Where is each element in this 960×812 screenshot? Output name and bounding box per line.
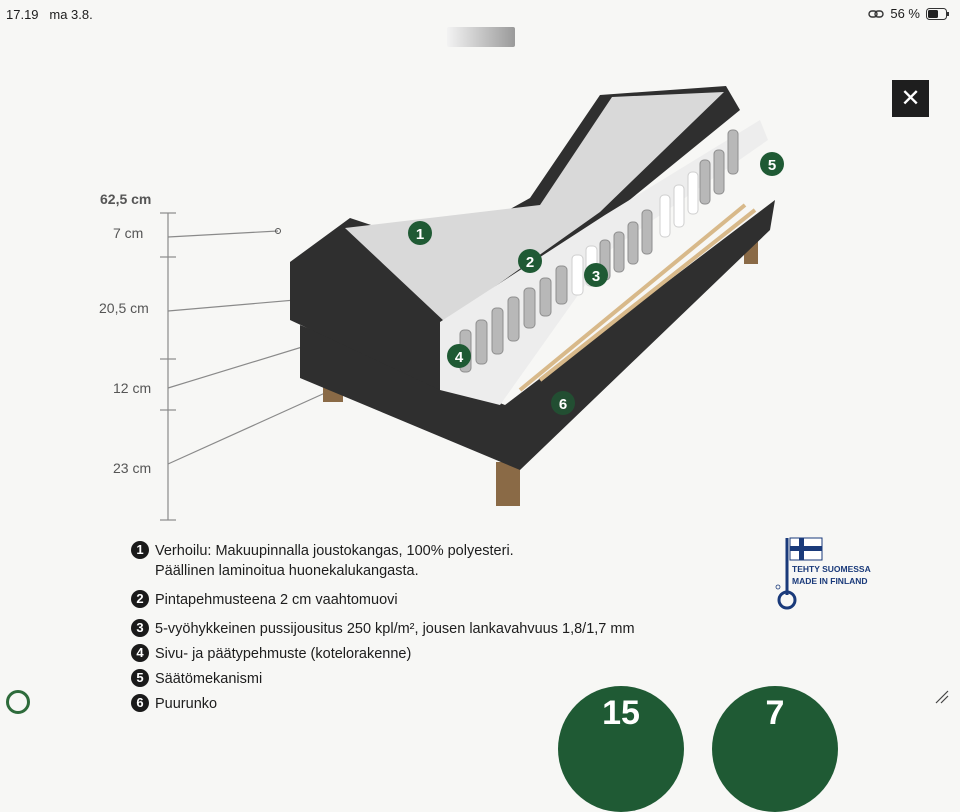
blurred-header-image (447, 27, 515, 47)
callout-3: 3 (584, 263, 608, 287)
dimension-cover: 7 cm (113, 225, 144, 241)
resize-corner-icon (935, 690, 949, 704)
svg-text:6: 6 (559, 396, 567, 413)
dimension-legs: 23 cm (113, 460, 152, 476)
legend-text: Sivu- ja päätypehmuste (kotelorakenne) (155, 646, 412, 662)
dimension-mattress: 20,5 cm (99, 300, 149, 316)
status-right: 56 % (868, 6, 950, 21)
dimension-base: 12 cm (113, 380, 152, 396)
legend-item-1: 1 Verhoilu: Makuupinnalla joustokangas, … (131, 541, 514, 581)
callout-1: 1 (408, 221, 432, 245)
svg-text:4: 4 (455, 349, 464, 366)
legend-text: Säätömekanismi (155, 671, 263, 687)
legend-item-6: 6 Puurunko (131, 694, 217, 714)
badge-line1: TEHTY SUOMESSA (792, 564, 871, 574)
status-time-date: 17.19 ma 3.8. (6, 7, 93, 22)
legend-number: 4 (131, 644, 149, 662)
legend-text: 5-vyöhykkeinen pussijousitus 250 kpl/m²,… (155, 621, 635, 637)
legend-item-5: 5 Säätömekanismi (131, 669, 262, 689)
badge-line2: MADE IN FINLAND (792, 576, 868, 586)
app-nav-icon[interactable] (6, 690, 30, 714)
svg-text:5: 5 (768, 157, 776, 174)
legend-text: Pintapehmusteena 2 cm vaahtomuovi (155, 592, 398, 608)
link-icon (868, 9, 885, 18)
battery-icon (926, 7, 949, 20)
mattress-section (440, 120, 768, 405)
svg-text:1: 1 (416, 226, 424, 243)
status-bar: 17.19 ma 3.8. 56 % (0, 0, 960, 28)
legend-text-line2: Päällinen laminoitua huonekalukangasta. (155, 563, 419, 579)
warranty-badge-7: 7 (712, 686, 838, 812)
close-icon: ✕ (900, 85, 921, 112)
legend-text: Puurunko (155, 696, 218, 712)
battery-percent: 56 % (890, 6, 920, 21)
legend-number: 5 (131, 669, 149, 687)
legend-item-2: 2 Pintapehmusteena 2 cm vaahtomuovi (131, 590, 398, 610)
made-in-finland-badge: TEHTY SUOMESSA MADE IN FINLAND (772, 535, 871, 610)
legend-item-3: 3 5-vyöhykkeinen pussijousitus 250 kpl/m… (131, 619, 635, 639)
legend-item-4: 4 Sivu- ja päätypehmuste (kotelorakenne) (131, 644, 411, 664)
close-button[interactable]: ✕ (892, 80, 929, 117)
svg-text:2: 2 (526, 254, 534, 271)
warranty-badge-15: 15 (558, 686, 684, 812)
mattress-top (345, 92, 724, 322)
svg-text:3: 3 (592, 268, 600, 285)
bed-leg (496, 462, 520, 506)
callout-6: 6 (551, 391, 575, 415)
base-frame (300, 200, 775, 470)
callout-4: 4 (447, 344, 471, 368)
legend-number: 3 (131, 619, 149, 637)
bed-illustration: 1 2 3 4 5 6 (160, 86, 784, 521)
callout-5: 5 (760, 152, 784, 176)
dimension-total: 62,5 cm (100, 191, 152, 207)
legend-number: 2 (131, 590, 149, 608)
key-flag-icon (775, 537, 823, 610)
legend-number: 6 (131, 694, 149, 712)
legend-text: Verhoilu: Makuupinnalla joustokangas, 10… (155, 543, 514, 559)
legend-number: 1 (131, 541, 149, 559)
callout-2: 2 (518, 249, 542, 273)
